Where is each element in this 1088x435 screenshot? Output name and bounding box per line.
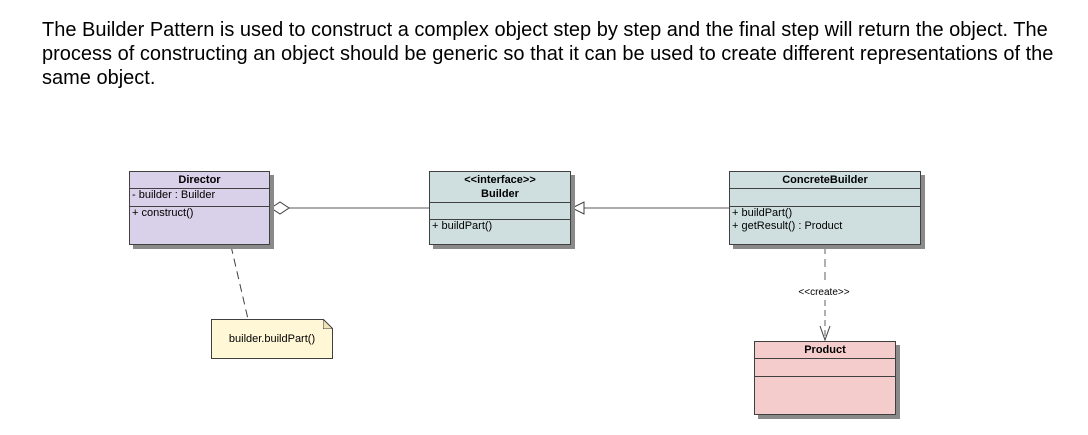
intro-paragraph: The Builder Pattern is used to construct… xyxy=(42,19,1054,89)
builder-interface-name: Builder xyxy=(481,188,519,200)
product-class[interactable]: Product xyxy=(754,341,896,415)
director-operations: + construct() xyxy=(130,207,269,220)
director-operation-construct: + construct() xyxy=(132,207,194,219)
note-text: builder.buildPart() xyxy=(228,333,316,345)
note-box[interactable]: builder.buildPart() xyxy=(211,319,333,359)
concrete-builder-class[interactable]: ConcreteBuilder + buildPart() + getResul… xyxy=(729,171,921,245)
realization-arrowhead xyxy=(570,201,585,215)
aggregation-diamond xyxy=(270,201,290,215)
note-folded-corner-icon xyxy=(323,319,333,329)
builder-operations: + buildPart() xyxy=(430,220,570,233)
concrete-builder-class-name: ConcreteBuilder xyxy=(730,172,920,189)
builder-stereotype: <<interface>> xyxy=(464,174,536,186)
concrete-builder-operations: + buildPart() + getResult() : Product xyxy=(730,207,920,233)
director-class[interactable]: Director - builder : Builder + construct… xyxy=(129,171,270,245)
builder-interface-header: <<interface>> Builder xyxy=(430,172,570,203)
builder-attributes xyxy=(430,203,570,220)
builder-operation-buildpart: + buildPart() xyxy=(432,220,493,232)
director-attributes: - builder : Builder xyxy=(130,189,269,207)
director-attribute-builder: - builder : Builder xyxy=(132,189,216,201)
product-attributes xyxy=(755,359,895,377)
product-class-name: Product xyxy=(755,342,895,359)
create-dependency-arrowhead xyxy=(819,325,831,342)
concrete-builder-operation-buildpart: + buildPart() xyxy=(732,207,793,219)
concrete-builder-operation-getresult: + getResult() : Product xyxy=(732,220,843,232)
director-class-name: Director xyxy=(130,172,269,189)
concrete-builder-attributes xyxy=(730,189,920,207)
create-dependency-label: <<create>> xyxy=(798,287,850,298)
builder-interface[interactable]: <<interface>> Builder + buildPart() xyxy=(429,171,571,245)
note-anchor-line xyxy=(230,245,249,320)
